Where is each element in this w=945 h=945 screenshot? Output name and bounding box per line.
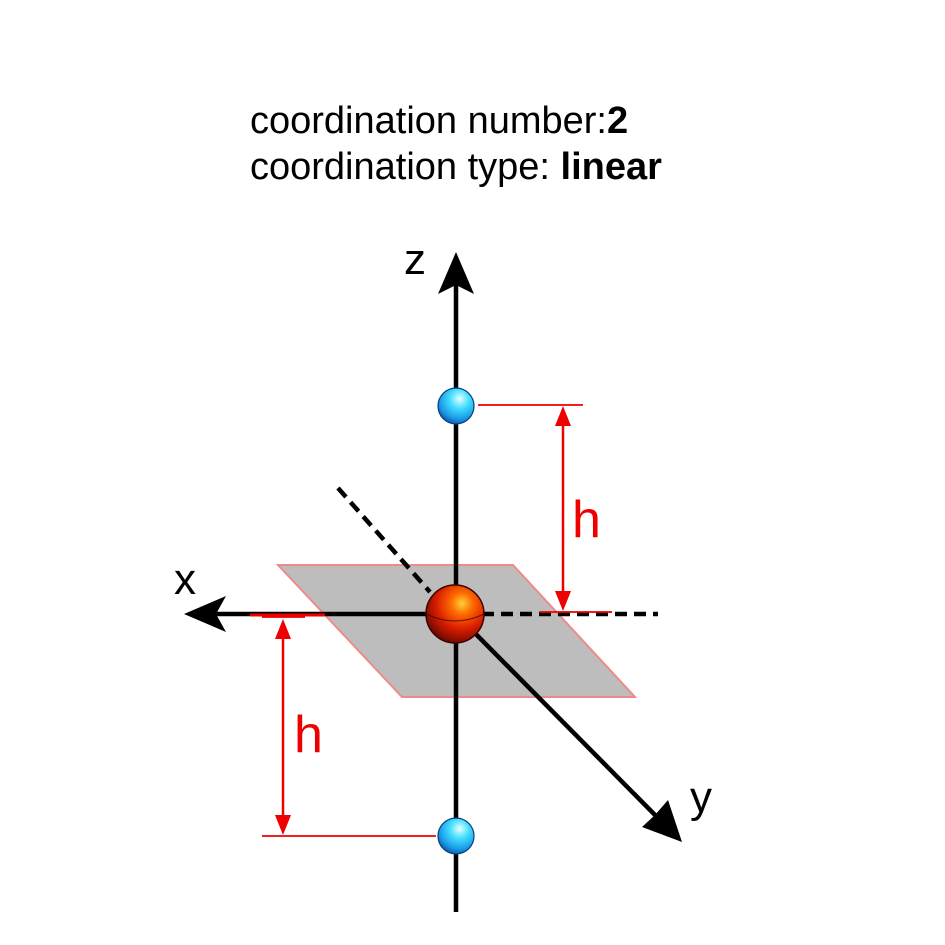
coordination-type-line: coordination type: linear	[250, 144, 662, 190]
y-axis-arrowhead	[642, 800, 682, 842]
negative-y-axis-dashed	[336, 486, 432, 594]
upper-ligand-atom	[437, 387, 475, 425]
lower-ligand-atom	[437, 817, 475, 855]
lower-dimension-arrow-bottom	[275, 815, 291, 835]
central-atom	[425, 584, 485, 644]
lower-distance-label: h	[294, 706, 323, 764]
lower-dimension-arrow-top	[275, 619, 291, 639]
x-axis-label: x	[174, 555, 196, 604]
coordination-number-prefix: coordination number:	[250, 100, 607, 142]
coordination-type-value: linear	[560, 146, 662, 188]
upper-distance-label: h	[572, 491, 601, 549]
y-axis-line	[454, 612, 662, 822]
z-axis-label: z	[404, 235, 426, 284]
x-axis-arrowhead	[184, 596, 226, 632]
y-axis-label: y	[690, 773, 712, 822]
coordination-number-line: coordination number:2	[250, 98, 662, 144]
coordination-header: coordination number:2 coordination type:…	[250, 98, 662, 190]
central-atom-equator	[425, 613, 485, 622]
coordination-type-prefix: coordination type:	[250, 146, 561, 188]
upper-dimension-arrow-top	[555, 406, 571, 426]
z-axis-arrowhead	[438, 252, 474, 294]
coordination-number-value: 2	[607, 100, 629, 142]
upper-dimension-arrow-bottom	[555, 591, 571, 611]
